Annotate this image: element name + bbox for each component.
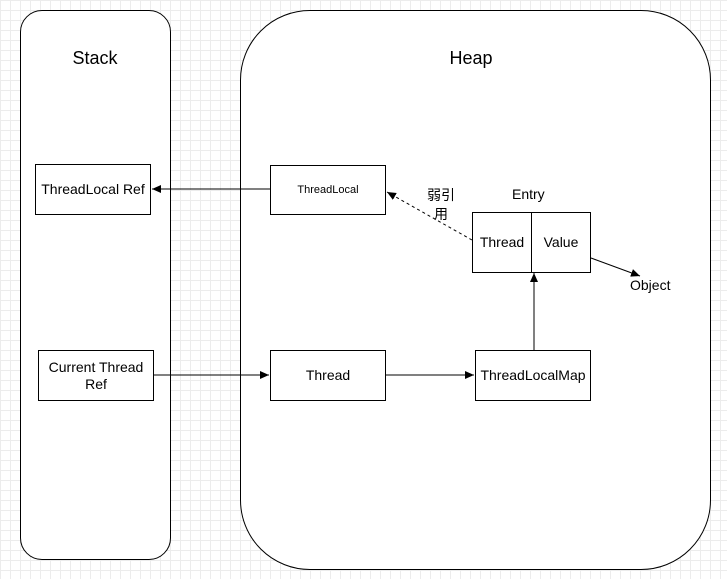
heap-container [240, 10, 711, 570]
threadlocalmap-node: ThreadLocalMap [475, 350, 591, 401]
edge-entry-weak-to-threadlocal [386, 191, 473, 241]
entry-title: Entry [512, 186, 545, 202]
edge-value-to-object [590, 257, 641, 277]
threadlocal-node: ThreadLocal [270, 165, 386, 215]
heap-title: Heap [449, 48, 493, 68]
current-thread-ref-node: Current Thread Ref [38, 350, 154, 401]
object-label: Object [630, 277, 671, 293]
entry-key-cell: Thread [472, 212, 532, 273]
threadlocal-ref-node: ThreadLocal Ref [35, 164, 151, 215]
stack-title: Stack [72, 48, 118, 68]
entry-value-cell: Value [531, 212, 591, 273]
stack-container [20, 10, 171, 560]
thread-node: Thread [270, 350, 386, 401]
weak-reference-label: 弱引用 [427, 187, 455, 222]
